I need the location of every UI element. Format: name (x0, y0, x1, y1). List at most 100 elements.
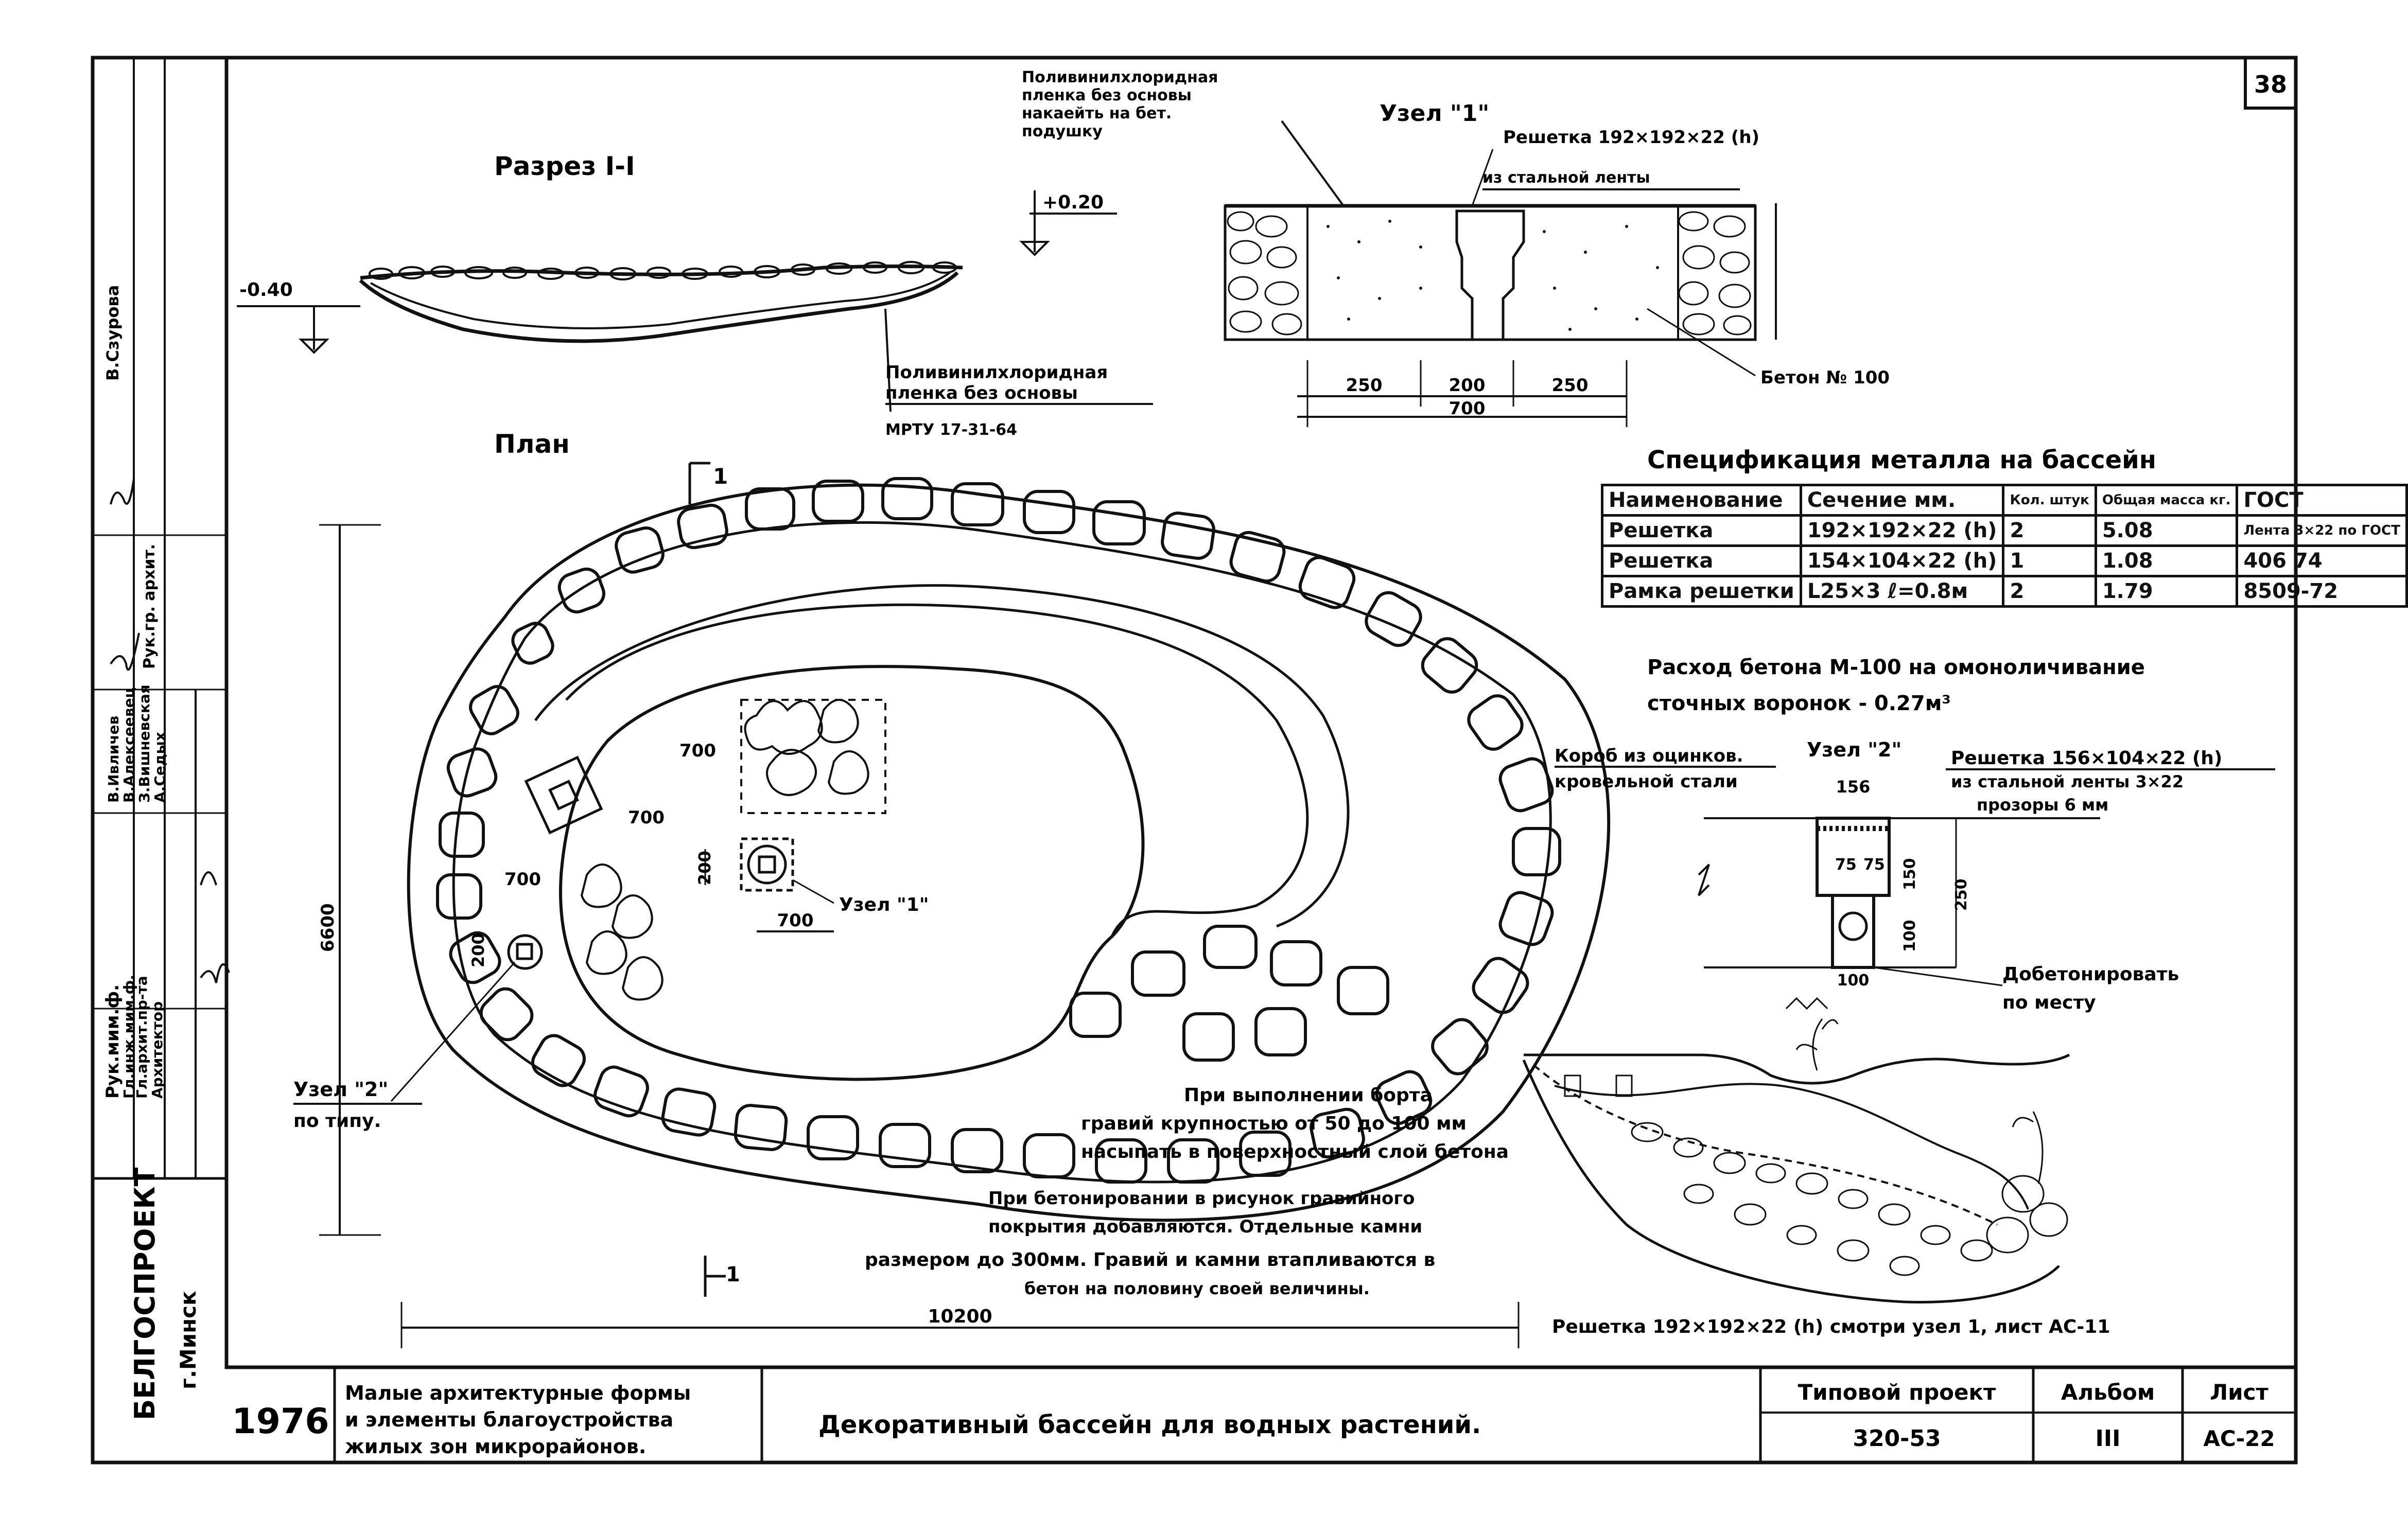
table-row: Решетка 154×104×22 (h) 1 1.08 406 74 (1601, 544, 2408, 577)
plan-dim-small-1: 700 (777, 910, 814, 931)
node2-dim-1: 156 (1836, 777, 1871, 797)
note-6: размером до 300мм. Гравий и камни втапли… (865, 1249, 1435, 1271)
section-level-left: -0.40 (239, 279, 293, 301)
plan-dim-small-3: 700 (628, 807, 665, 828)
note-2: гравий крупностью от 50 до 100 мм (1081, 1113, 1467, 1134)
signature-marks-2 (200, 871, 230, 983)
node1-concrete: Бетон № 100 (1760, 367, 1890, 388)
plan-dim-small-4: 700 (504, 869, 541, 890)
node2-box-2: кровельной стали (1555, 771, 1738, 792)
title-series-1: Малые архитектурные формы (345, 1382, 691, 1404)
node2-dim-4: 150 (1901, 858, 1919, 890)
plan-node2-label-1: Узел "2" (293, 1078, 388, 1101)
sheet-number-box (2244, 56, 2297, 110)
plan-node1-label: Узел "1" (839, 894, 929, 915)
perspective-view: Решетка 192×192×22 (h) смотри узел 1, ли… (1522, 997, 2110, 1337)
spec-cell: 2 (2002, 514, 2097, 547)
node1-dim-3: 250 (1552, 375, 1589, 396)
plan-title: План (494, 429, 570, 459)
section-film-top-4: подушку (1022, 122, 1103, 140)
spec-cell: 1.79 (2094, 575, 2239, 608)
title-album-label: Альбом (2061, 1380, 2155, 1405)
title-project-label: Типовой проект (1798, 1380, 1996, 1405)
stamp-name-2: В.Алексеевец (120, 687, 137, 803)
node2-dim-3: 75 (1863, 856, 1885, 874)
stamp-name-3: З.Вишневская (136, 684, 153, 803)
plan-section-mark-bottom: 1 (726, 1263, 740, 1286)
spec-cell: 192×192×22 (h) (1799, 514, 2005, 547)
title-block: 1976 Малые архитектурные формы и элемент… (226, 1365, 2296, 1462)
stamp-name-0: В.Сзурова (103, 285, 123, 381)
title-main: Декоративный бассейн для водных растений… (818, 1410, 1481, 1439)
note-3: насыпать в поверхностный слой бетона (1081, 1141, 1509, 1162)
stamp-role-4: Архитектор (149, 1001, 166, 1099)
plan-node2-label-2: по типу. (293, 1110, 381, 1132)
signature-marks (110, 478, 140, 671)
spec-cell: 154×104×22 (h) (1799, 544, 2005, 577)
section-film-bottom-3: МРТУ 17-31-64 (885, 421, 1017, 439)
spec-table: Наименование Сечение мм. Кол. штук Общая… (1601, 484, 2408, 608)
spec-header-qty: Кол. штук (2002, 484, 2097, 517)
spec-header-mass: Общая масса кг. (2094, 484, 2239, 517)
spec-cell: Решетка (1601, 514, 1802, 547)
title-year: 1976 (232, 1401, 329, 1442)
node1-view: Узел "1" Решетка 192×192×22 (h) из сталь… (1224, 100, 1890, 427)
node2-box-1: Короб из оцинков. (1555, 746, 1743, 766)
stamp-role-3: Гл.архит.пр-та (133, 976, 150, 1099)
stamp-role-0: Рук.гр. архит. (141, 544, 159, 669)
note-4: При бетонировании в рисунок гравийного (988, 1188, 1415, 1209)
sheet-number: 38 (2254, 70, 2287, 98)
spec-note-2: сточных воронок - 0.27м³ (1647, 692, 1951, 715)
spec-header-section: Сечение мм. (1799, 484, 2005, 517)
node2-concrete-2: по месту (2002, 992, 2096, 1013)
node1-dim-1: 250 (1346, 375, 1383, 396)
node1-title: Узел "1" (1380, 100, 1489, 127)
node1-grate-2: из стальной ленты (1482, 169, 1650, 187)
plan-dim-small-5: 200 (468, 933, 488, 967)
title-sheet-label: Лист (2210, 1380, 2269, 1405)
node2-dim-6: 100 (1901, 920, 1919, 952)
spec-note-1: Расход бетона М-100 на омоноличивание (1647, 656, 2145, 679)
stamp-city: г.Минск (176, 1291, 201, 1389)
node1-dim-total: 700 (1449, 398, 1486, 419)
perspective-caption: Решетка 192×192×22 (h) смотри узел 1, ли… (1552, 1316, 2110, 1337)
spec-header-gost: ГОСТ (2236, 484, 2408, 517)
spec-cell: 406 74 (2236, 544, 2408, 577)
spec-cell: Рамка решетки (1601, 575, 1802, 608)
spec-cell: L25×3 ℓ=0.8м (1799, 575, 2005, 608)
node1-dim-2: 200 (1449, 375, 1486, 396)
table-row: Рамка решетки L25×3 ℓ=0.8м 2 1.79 8509-7… (1601, 575, 2408, 608)
node2-concrete-1: Добетонировать (2002, 964, 2179, 985)
spec-cell: 8509-72 (2236, 575, 2408, 608)
section-view: Разрез I-I -0.40 +0.20 Поливинилхлоридна… (237, 68, 1345, 439)
node2-dim-7: 100 (1837, 972, 1870, 990)
note-1: При выполнении борта (1184, 1085, 1433, 1106)
stamp-role-2: Гл.инж.мим.ф. (120, 975, 137, 1099)
spec-cell: 1 (2002, 544, 2097, 577)
plan-section-mark-top: 1 (713, 464, 728, 489)
section-film-top-1: Поливинилхлоридная (1022, 68, 1218, 86)
spec-title: Спецификация металла на бассейн (1647, 446, 2156, 474)
stamp-name-4: А.Седых (151, 732, 168, 803)
title-sheet-value: АС-22 (2203, 1426, 2275, 1451)
stamp-org: БЕЛГОСПРОЕКТ (129, 1167, 161, 1420)
title-album-value: III (2095, 1425, 2120, 1452)
section-film-top-2: пленка без основы (1022, 86, 1192, 104)
node2-view: Короб из оцинков. кровельной стали Узел … (1555, 738, 2275, 1013)
spec-cell: 2 (2002, 575, 2097, 608)
stamp-role-1: Рук.мим.ф. (102, 984, 123, 1099)
section-film-bottom-1: Поливинилхлоридная (885, 362, 1108, 383)
spec-header-row: Наименование Сечение мм. Кол. штук Общая… (1601, 484, 2408, 517)
note-5: покрытия добавляются. Отдельные камни (988, 1216, 1422, 1237)
spec-cell: 1.08 (2094, 544, 2239, 577)
node2-grate-2: из стальной ленты 3×22 (1951, 772, 2184, 791)
title-project-value: 320-53 (1853, 1425, 1941, 1452)
spec-cell: Решетка (1601, 544, 1802, 577)
section-level-right: +0.20 (1042, 192, 1104, 213)
node2-title: Узел "2" (1807, 738, 1901, 761)
spec-cell: Лента 3×22 по ГОСТ (2236, 514, 2408, 547)
plan-dim-width: 10200 (928, 1306, 992, 1327)
notes-block: При выполнении борта гравий крупностью о… (865, 1085, 1509, 1298)
